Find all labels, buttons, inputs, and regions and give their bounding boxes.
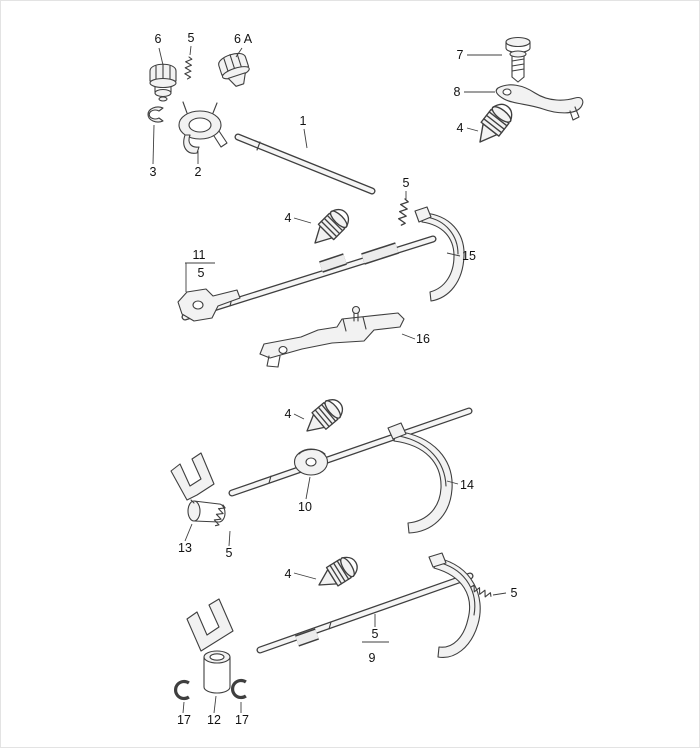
part-4-detent-lower — [299, 394, 348, 440]
callout-4-mid: 4 — [285, 211, 312, 225]
callout-1-label: 1 — [300, 114, 307, 128]
callout-5-over-9-label: 5 — [372, 627, 379, 641]
callout-4-bottom-label: 4 — [285, 567, 292, 581]
callout-17-left: 17 — [177, 701, 191, 727]
callout-2: 2 — [195, 151, 202, 179]
callout-8: 8 — [454, 85, 495, 99]
callout-5-near-13: 5 — [226, 530, 233, 560]
part-3-ring — [147, 106, 164, 123]
part-5-spring-top — [183, 56, 193, 80]
callout-3-label: 3 — [150, 165, 157, 179]
part-12-sleeve-assembly — [186, 598, 234, 694]
callout-17-right-label: 17 — [235, 713, 249, 727]
part-6-detent-plug — [149, 63, 177, 102]
callout-5-mid: 5 — [403, 176, 410, 199]
callout-6: 6 — [155, 32, 164, 66]
part-15-shift-fork — [414, 206, 465, 302]
part-9-selector-shaft — [256, 572, 474, 654]
callout-13: 13 — [178, 523, 193, 555]
callout-9-label: 9 — [369, 651, 376, 665]
callout-5-top: 5 — [188, 31, 195, 56]
part-1-shift-rod — [234, 133, 376, 195]
callout-15: 15 — [446, 249, 476, 263]
callout-5-under-11-label: 5 — [198, 266, 205, 280]
callout-17-left-label: 17 — [177, 713, 191, 727]
part-11-selector-shaft — [177, 235, 437, 322]
part-17-circlip-right — [230, 678, 247, 700]
callout-10-label: 10 — [298, 500, 312, 514]
part-6a-detent-plug — [218, 52, 250, 87]
callout-11-label: 11 — [193, 248, 206, 262]
part-7-plunger — [505, 36, 531, 83]
callout-2-label: 2 — [195, 165, 202, 179]
callout-7-label: 7 — [457, 48, 464, 62]
callout-4-lower-label: 4 — [285, 407, 292, 421]
part-8-lever — [495, 84, 584, 121]
bottom-shift-fork — [428, 552, 481, 658]
part-14-shift-fork — [387, 422, 453, 534]
callout-5-near-13-label: 5 — [226, 546, 233, 560]
part-5-spring-mid — [397, 197, 410, 227]
part-2-clamp — [178, 101, 228, 154]
callout-4-bottom: 4 — [285, 567, 317, 581]
callout-5-mid-label: 5 — [403, 176, 410, 190]
part-10-selector-shaft — [228, 407, 473, 497]
callout-16: 16 — [401, 332, 430, 346]
callout-11-5-group: 11 5 — [185, 248, 215, 292]
part-4-detent-mid — [306, 204, 354, 252]
callout-10: 10 — [298, 476, 312, 514]
callout-12-label: 12 — [207, 713, 221, 727]
callout-4-mid-label: 4 — [285, 211, 292, 225]
callout-14: 14 — [446, 478, 474, 492]
callout-12: 12 — [207, 695, 221, 727]
callout-5-right-label: 5 — [511, 586, 518, 600]
callout-3: 3 — [150, 124, 157, 179]
callout-1: 1 — [300, 114, 308, 149]
callout-16-label: 16 — [416, 332, 430, 346]
part-16-selector-bracket — [259, 305, 405, 368]
part-13-yoke — [170, 452, 226, 523]
callout-8-label: 8 — [454, 85, 461, 99]
callout-14-label: 14 — [460, 478, 474, 492]
callout-5-right: 5 — [492, 586, 518, 600]
callout-4-lower: 4 — [285, 407, 305, 421]
callout-6-label: 6 — [155, 32, 162, 46]
callout-7: 7 — [457, 48, 502, 62]
callout-15-label: 15 — [462, 249, 476, 263]
callout-4-top-right-label: 4 — [457, 121, 464, 135]
callout-6a: 6 A — [234, 32, 253, 58]
part-4-detent-bottom — [312, 552, 363, 595]
part-17-circlip-left — [173, 679, 190, 701]
callout-17-right: 17 — [235, 702, 249, 727]
callout-13-label: 13 — [178, 541, 192, 555]
part-4-detent-top-right — [470, 98, 518, 150]
callout-6a-label: 6 A — [234, 32, 253, 46]
callout-5-top-label: 5 — [188, 31, 195, 45]
callout-5-9-group: 5 9 — [362, 614, 389, 665]
callout-4-top-right: 4 — [457, 121, 479, 135]
